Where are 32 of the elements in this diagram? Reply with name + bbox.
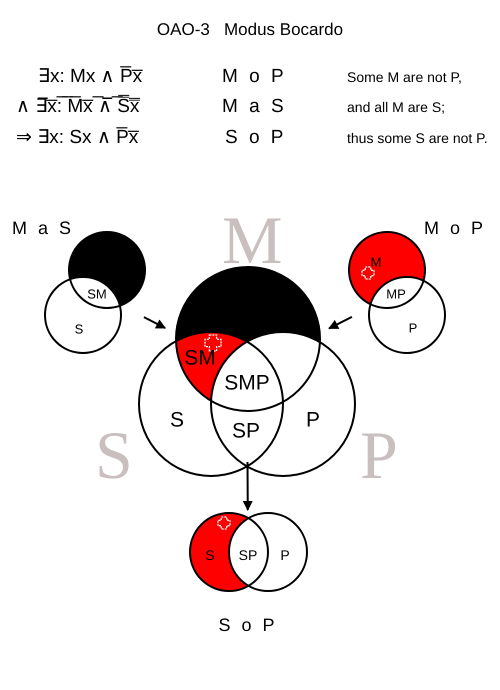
title: OAO-3 Modus Bocardo — [156, 20, 344, 40]
region-label: SM — [184, 348, 216, 368]
background-letter: M — [222, 201, 282, 280]
region-label: SMP — [224, 372, 270, 394]
background-letter: S — [95, 416, 133, 495]
region-label: P — [280, 548, 290, 562]
statement-symbol: M o P — [222, 66, 287, 89]
region-label: M — [370, 256, 382, 268]
region-label: SP — [238, 548, 258, 562]
statement-text: Some M are not P, — [347, 69, 462, 86]
statement-symbol: S o P — [225, 127, 286, 150]
region-label: SM — [87, 288, 107, 300]
region-label: S — [74, 322, 84, 336]
diagram-heading: M a S — [12, 219, 74, 237]
statement-symbol: M a S — [222, 96, 287, 119]
formula: ∧ ∃̅x̅:̅ ̅M̅x̅ ̅∧̅ ̅S̿x̿ — [16, 96, 140, 119]
region-label: MP — [386, 288, 406, 300]
arrow — [143, 316, 166, 329]
diagram-heading: S o P — [218, 616, 278, 634]
statement-text: thus some S are not P. — [347, 130, 488, 147]
background-letter: P — [360, 416, 398, 495]
formula: ⇒ ∃x: Sx ∧ P̅x̅ — [16, 127, 138, 150]
formula: ∃x: Mx ∧ P̅x̅ — [38, 66, 142, 89]
region-label: S — [205, 548, 215, 562]
arrow — [328, 316, 352, 330]
region-label: P — [408, 322, 418, 334]
diagram-heading: M o P — [424, 219, 486, 237]
region-label: SP — [232, 420, 260, 442]
statement-text: and all M are S; — [347, 99, 446, 116]
region-label: S — [170, 410, 184, 430]
arrow — [242, 462, 253, 511]
region-label: P — [306, 410, 320, 430]
